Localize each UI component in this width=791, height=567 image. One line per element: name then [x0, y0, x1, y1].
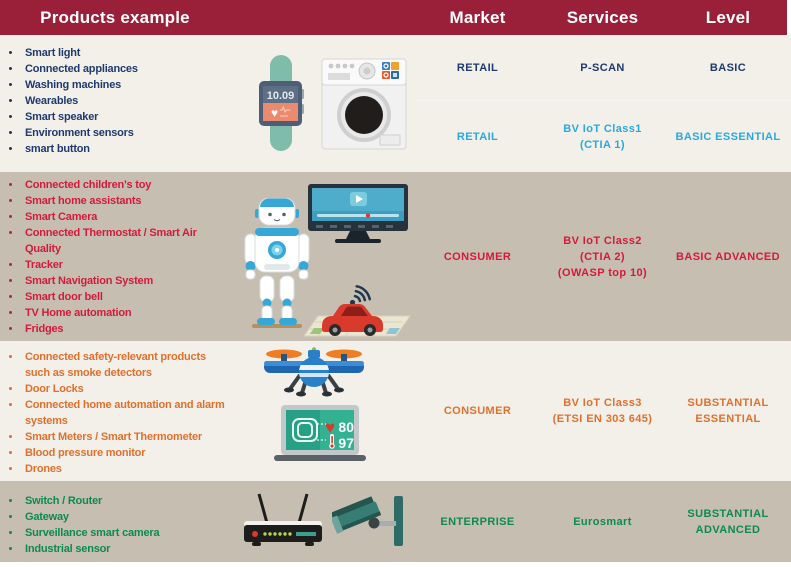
svg-text:80: 80: [338, 419, 354, 435]
svg-text:♥: ♥: [325, 418, 335, 437]
header-market: Market: [449, 7, 506, 27]
product-list: Smart light Connected appliances Washing…: [0, 35, 232, 157]
product-item: Blood pressure monitor: [22, 445, 230, 461]
services-value: BV IoT Class2 (CTIA 2) (OWASP top 10): [557, 234, 648, 279]
surveillance-camera-icon: [332, 496, 403, 546]
connected-car-map-icon: [303, 285, 411, 337]
product-item: Connected safety-relevant products such …: [22, 349, 230, 381]
product-item: Smart speaker: [22, 109, 230, 125]
product-item: Surveillance smart camera: [22, 525, 230, 541]
product-item: Connected home automation and alarm syst…: [22, 397, 230, 429]
product-item: Smart Camera: [22, 209, 230, 225]
product-item: Tracker: [22, 257, 230, 273]
level-value: BASIC: [709, 61, 747, 74]
level-value: SUBSTANTIAL ADVANCED: [687, 507, 769, 536]
level-value: BASIC ESSENTIAL: [675, 130, 781, 143]
entry-row: ENTERPRISE Eurosmart SUBSTANTIAL ADVANCE…: [415, 481, 791, 562]
level-value: BASIC ADVANCED: [676, 250, 780, 263]
products-cell-retail: Smart light Connected appliances Washing…: [0, 35, 232, 172]
product-item: Switch / Router: [22, 493, 230, 509]
row-consumer-substantial: Connected safety-relevant products such …: [0, 341, 791, 481]
market-value: RETAIL: [456, 61, 499, 74]
product-item: Connected children's toy: [22, 177, 230, 193]
row-consumer-basic: Connected children's toy Smart home assi…: [0, 172, 791, 341]
product-item: TV Home automation: [22, 305, 230, 321]
product-item: Wearables: [22, 93, 230, 109]
market-value: RETAIL: [456, 130, 499, 143]
products-cell-consumer: Connected children's toy Smart home assi…: [0, 172, 232, 341]
product-item: Smart door bell: [22, 289, 230, 305]
smart-tv-icon: [308, 184, 408, 243]
product-item: Smart Meters / Smart Thermometer: [22, 429, 230, 445]
level-value: SUBSTANTIAL ESSENTIAL: [687, 397, 769, 425]
svg-text:97: 97: [338, 435, 354, 451]
robot-icon: [244, 198, 310, 328]
svg-text:10.09: 10.09: [267, 90, 295, 102]
bottom-margin: [0, 562, 791, 567]
illustration-cell: [232, 481, 415, 562]
products-cell-enterprise: Switch / Router Gateway Surveillance sma…: [0, 481, 232, 562]
header-services: Services: [566, 7, 639, 27]
product-item: Environment sensors: [22, 125, 230, 141]
market-value: CONSUMER: [443, 405, 512, 417]
product-item: Fridges: [22, 321, 230, 337]
market-services-level-cell: CONSUMER BV IoT Class2 (CTIA 2) (OWASP t…: [415, 172, 791, 341]
market-services-level-cell: RETAIL P-SCAN BASIC RETAIL BV IoT Class1…: [415, 35, 791, 172]
product-item: Industrial sensor: [22, 541, 230, 557]
illustration-cell: [232, 172, 415, 341]
illustration-cell: 10.09 ♥: [232, 35, 415, 172]
market-value: ENTERPRISE: [440, 515, 515, 528]
illustration-cell: ♥ 80 97: [232, 341, 415, 481]
services-value: P-SCAN: [580, 61, 625, 74]
entry-row: RETAIL P-SCAN BASIC: [415, 35, 791, 100]
drone-icon: [264, 347, 364, 397]
health-monitor-laptop-icon: ♥ 80 97: [274, 405, 366, 461]
washing-machine-icon: [321, 58, 407, 150]
product-item: smart button: [22, 141, 230, 157]
market-services-level-cell: CONSUMER BV IoT Class3 (ETSI EN 303 645)…: [415, 341, 791, 481]
market-services-level-cell: ENTERPRISE Eurosmart SUBSTANTIAL ADVANCE…: [415, 481, 791, 562]
product-item: Washing machines: [22, 77, 230, 93]
market-value: CONSUMER: [443, 250, 512, 263]
smartwatch-icon: 10.09 ♥: [259, 55, 304, 151]
services-value: Eurosmart: [573, 515, 632, 528]
product-item: Gateway: [22, 509, 230, 525]
row-retail: Smart light Connected appliances Washing…: [0, 35, 791, 172]
table-header: Products example Market Services Level: [0, 0, 787, 35]
product-item: Door Locks: [22, 381, 230, 397]
entry-row: RETAIL BV IoT Class1 (CTIA 1) BASIC ESSE…: [415, 101, 791, 172]
services-value: BV IoT Class3 (ETSI EN 303 645): [552, 397, 653, 425]
row-enterprise: Switch / Router Gateway Surveillance sma…: [0, 481, 791, 562]
subrow-divider: [415, 100, 791, 101]
product-item: Drones: [22, 461, 230, 477]
product-item: Connected Thermostat / Smart Air Quality: [22, 225, 230, 257]
router-icon: [244, 493, 322, 546]
entry-row: CONSUMER BV IoT Class3 (ETSI EN 303 645)…: [415, 341, 791, 481]
entry-row: CONSUMER BV IoT Class2 (CTIA 2) (OWASP t…: [415, 172, 791, 341]
header-products-example: Products example: [40, 7, 190, 27]
svg-text:♥: ♥: [271, 106, 278, 120]
services-value: BV IoT Class1 (CTIA 1): [563, 122, 642, 151]
product-item: Smart light: [22, 45, 230, 61]
product-item: Smart Navigation System: [22, 273, 230, 289]
product-item: Connected appliances: [22, 61, 230, 77]
product-item: Smart home assistants: [22, 193, 230, 209]
product-list: Connected safety-relevant products such …: [0, 341, 232, 477]
product-list: Switch / Router Gateway Surveillance sma…: [0, 481, 232, 557]
products-cell-safety: Connected safety-relevant products such …: [0, 341, 232, 481]
product-list: Connected children's toy Smart home assi…: [0, 172, 232, 337]
header-level: Level: [705, 7, 751, 27]
